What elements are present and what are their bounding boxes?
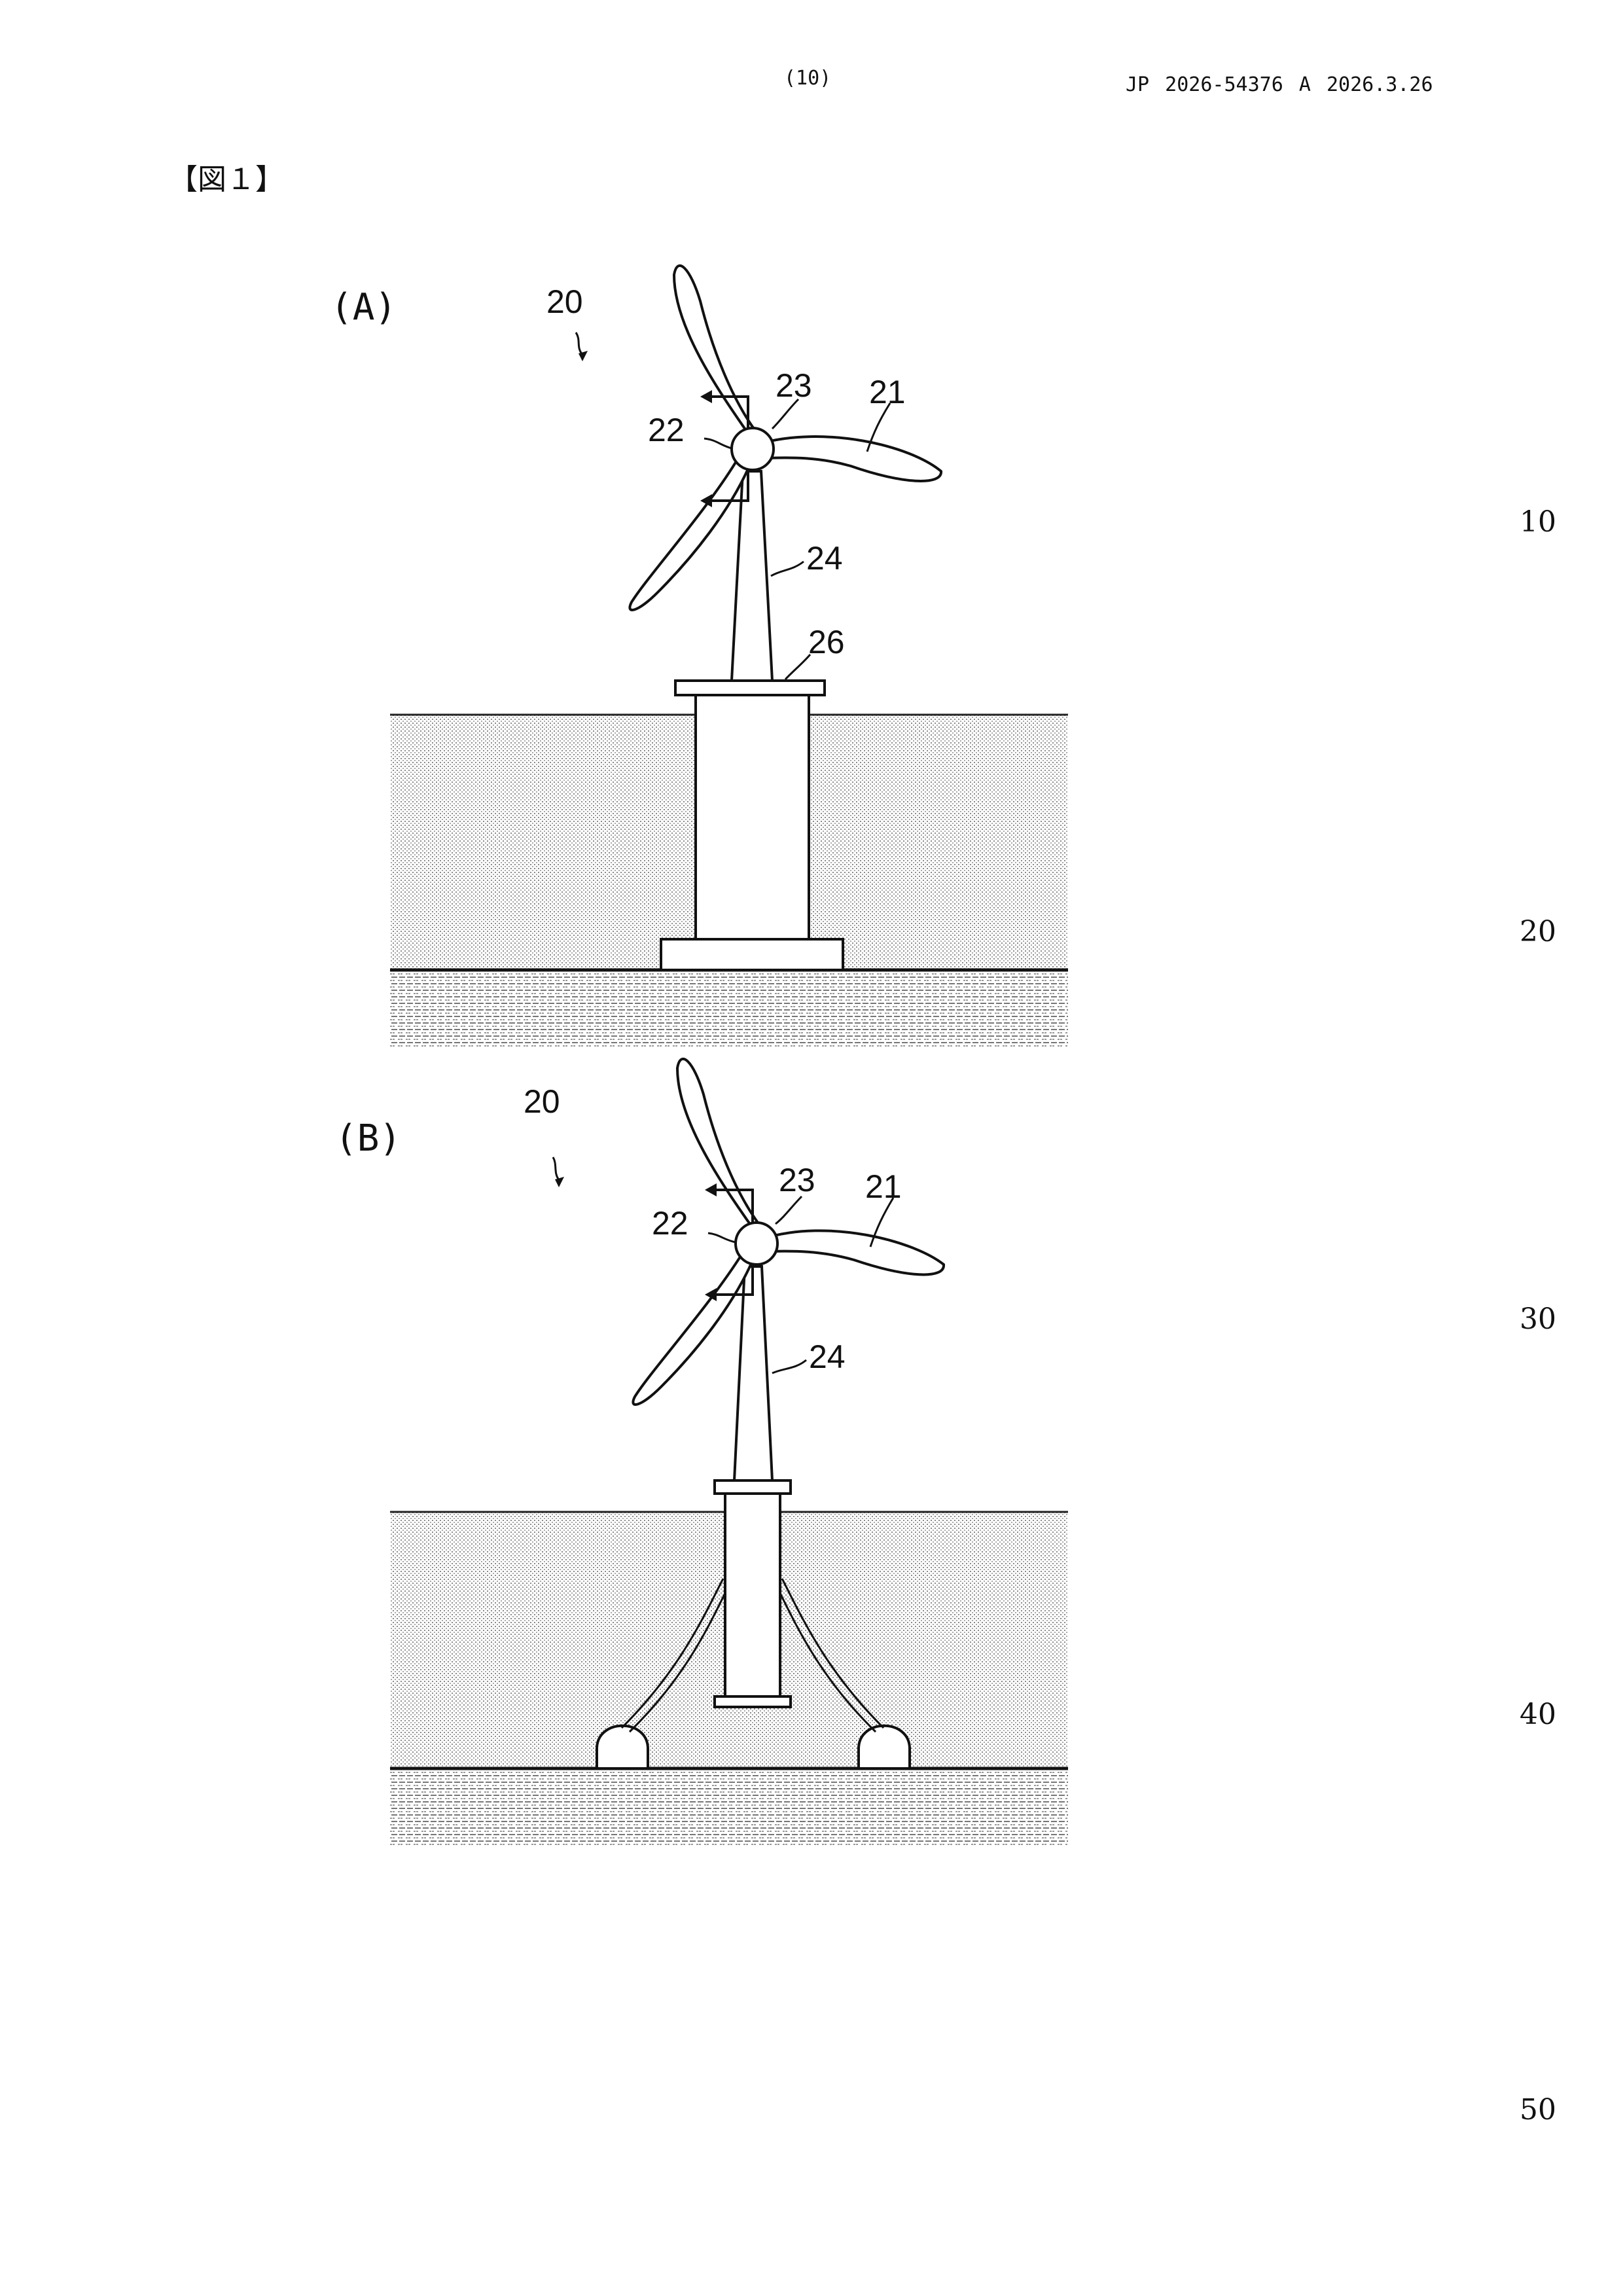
label-tower: 24 — [806, 540, 843, 577]
label-blade: 21 — [869, 374, 906, 410]
leader-line — [553, 1157, 560, 1181]
leader-line — [772, 1360, 806, 1373]
blade-upper — [674, 266, 754, 433]
leader-line — [785, 655, 810, 679]
seabed — [390, 1768, 1068, 1846]
hub — [736, 1223, 777, 1265]
leader-line — [771, 562, 804, 576]
leader-line — [776, 1196, 802, 1224]
panel-b-title: (B) — [335, 1117, 401, 1160]
arrow-head — [555, 1177, 564, 1187]
blade-upper — [677, 1059, 758, 1228]
panel-a: (A) 20 21 22 23 24 — [330, 266, 1068, 1047]
blade-right — [764, 1230, 944, 1274]
foundation-footing — [661, 939, 843, 970]
blade-lower — [633, 1253, 753, 1405]
leader-line — [576, 332, 582, 355]
tower — [732, 471, 772, 681]
label-device: 20 — [524, 1083, 560, 1120]
blade-right — [759, 437, 941, 481]
label-hub: 23 — [776, 367, 812, 404]
label-device: 20 — [546, 283, 583, 320]
hub — [732, 428, 774, 470]
label-hub: 23 — [779, 1162, 815, 1198]
leader-line — [704, 439, 732, 448]
label-tower: 24 — [809, 1338, 846, 1375]
label-nacelle: 22 — [652, 1205, 688, 1242]
label-nacelle: 22 — [648, 412, 685, 448]
foundation-pillar — [696, 695, 809, 939]
tower — [734, 1266, 772, 1480]
spar-flange — [715, 1480, 791, 1494]
panel-a-title: (A) — [330, 286, 397, 329]
label-base: 26 — [808, 624, 845, 660]
spar-float — [725, 1494, 780, 1696]
panel-b: (B) — [335, 1059, 1068, 1846]
seabed — [390, 970, 1068, 1047]
arrow-head — [705, 1183, 717, 1196]
arrow-head — [700, 390, 712, 403]
base-platform — [675, 681, 825, 695]
anchor-left — [597, 1726, 648, 1768]
anchor-right — [859, 1726, 910, 1768]
blade-lower — [630, 458, 749, 610]
label-blade: 21 — [865, 1168, 902, 1205]
leader-line — [708, 1233, 736, 1242]
spar-bottom-plate — [715, 1696, 791, 1707]
